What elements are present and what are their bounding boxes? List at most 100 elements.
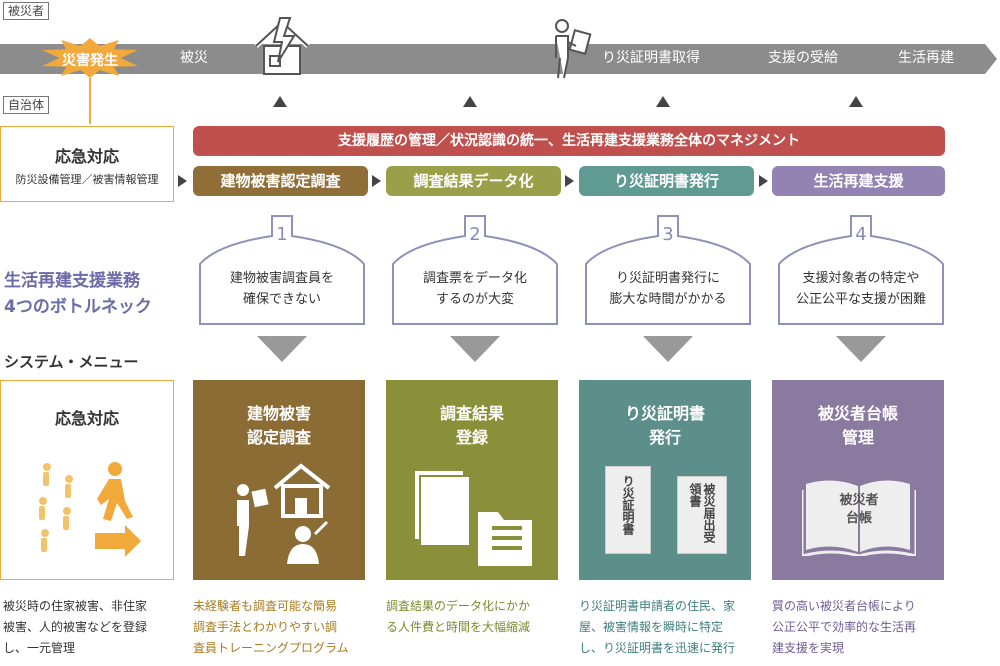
- down-arrow-2: [450, 336, 500, 362]
- certificate-get-label: り災証明書取得: [602, 50, 700, 66]
- description-certificate-issue: り災証明書申請者の住民、家 屋、被害情報を瞬時に特定 し、り災証明書を迅速に発行: [579, 596, 757, 659]
- description-emergency-line3: し、一元管理: [3, 641, 76, 655]
- management-bar: 支援履歴の管理／状況認識の統一、生活再建支援業務全体のマネジメント: [193, 126, 945, 156]
- bottleneck-1-line2: 確保できない: [242, 292, 321, 307]
- card-certificate-issue-title-line2: 発行: [648, 428, 681, 447]
- rebuild-label: 生活再建: [898, 50, 954, 66]
- description-data-registration-line2: る人件費と時間を大幅縮減: [386, 620, 531, 634]
- bottleneck-2-number: 2: [469, 224, 481, 245]
- timeline-band: [0, 44, 997, 74]
- up-arrow-4: [849, 96, 863, 107]
- timeline-segment-3: [724, 44, 870, 74]
- card-victim-ledger[interactable]: 被災者台帳 管理 被災者 台帳: [772, 380, 944, 580]
- arrow-to-phase-4: [759, 175, 768, 187]
- disaster-connector: [89, 78, 91, 124]
- down-arrow-3: [643, 336, 693, 362]
- bottleneck-2-line2: するのが大変: [435, 292, 514, 307]
- card-building-survey[interactable]: 建物被害 認定調査: [193, 380, 365, 580]
- up-arrow-1: [273, 96, 287, 107]
- phase-building-survey: 建物被害認定調査: [193, 166, 368, 196]
- bottleneck-4-line2: 公正公平な支援が困難: [795, 292, 926, 307]
- up-arrow-3: [656, 96, 670, 107]
- description-victim-ledger-line1: 質の高い被災者台帳により: [772, 599, 916, 613]
- phase-data-entry: 調査結果データ化: [386, 166, 561, 196]
- arrow-to-phase-3: [565, 175, 574, 187]
- bottleneck-title-line2: 4つのボトルネック: [4, 297, 152, 317]
- description-building-survey-line1: 未経験者も調査可能な簡易: [193, 599, 338, 613]
- bottleneck-title-line1: 生活再建支援業務: [4, 271, 140, 291]
- card-emergency[interactable]: 応急対応: [0, 380, 174, 580]
- municipality-row-label: 自治体: [3, 96, 50, 114]
- description-certificate-issue-line2: 屋、被害情報を瞬時に特定: [579, 620, 724, 634]
- card-victim-ledger-title-line2: 管理: [841, 428, 874, 447]
- description-certificate-issue-line1: り災証明書申請者の住民、家: [579, 599, 736, 613]
- bottleneck-3-number: 3: [662, 224, 674, 245]
- description-certificate-issue-line3: し、り災証明書を迅速に発行: [579, 641, 736, 655]
- description-emergency-line2: 被害、人的被害などを登録: [3, 620, 148, 634]
- receipt-document-label: 被災届出受領書: [688, 483, 716, 543]
- system-menu-title: システム・メニュー: [4, 353, 139, 371]
- description-victim-ledger-line3: 建支援を実現: [772, 641, 845, 655]
- card-data-registration[interactable]: 調査結果 登録: [386, 380, 558, 580]
- ledger-book-label-line1: 被災者: [839, 493, 879, 508]
- bottle-2: [392, 215, 558, 325]
- bottleneck-4-text: 支援対象者の特定や 公正公平な支援が困難: [786, 268, 936, 310]
- arrow-to-phase-1: [178, 175, 187, 187]
- down-arrow-4: [836, 336, 886, 362]
- bottle-3: [585, 215, 751, 325]
- description-building-survey-line2: 調査手法とわかりやすい調: [193, 620, 338, 634]
- arrow-to-phase-2: [372, 175, 381, 187]
- description-emergency: 被災時の住家被害、非住家 被害、人的被害などを登録 し、一元管理: [3, 596, 181, 659]
- card-certificate-issue[interactable]: り災証明書 発行 り災証明書 被災届出受領書: [579, 380, 751, 580]
- ledger-book-label: 被災者 台帳: [804, 492, 914, 528]
- evacuation-people-icon: [39, 462, 141, 557]
- support-receive-label: 支援の受給: [768, 50, 838, 66]
- description-emergency-line1: 被災時の住家被害、非住家: [3, 599, 148, 613]
- card-data-registration-title-line2: 登録: [455, 428, 488, 447]
- bottleneck-3-line1: り災証明書発行に: [615, 271, 720, 286]
- timeline-segment-4: [854, 44, 997, 74]
- description-building-survey: 未経験者も調査可能な簡易 調査手法とわかりやすい調 査員トレーニングプログラム: [193, 596, 371, 659]
- bottleneck-2-line1: 調査票をデータ化: [422, 271, 527, 286]
- bottle-4: [778, 215, 944, 325]
- bottleneck-4-line1: 支援対象者の特定や: [802, 271, 920, 286]
- description-data-registration: 調査結果のデータ化にかか る人件費と時間を大幅縮減: [386, 596, 564, 638]
- card-building-survey-title-line2: 認定調査: [246, 428, 311, 447]
- certificate-document-label: り災証明書: [621, 475, 635, 535]
- bottleneck-3-line2: 膨大な時間がかかる: [609, 292, 727, 307]
- description-victim-ledger-line2: 公正公平で効率的な生活再: [772, 620, 917, 634]
- bottleneck-1-number: 1: [276, 224, 288, 245]
- affected-label: 被災: [180, 50, 208, 66]
- survey-house-icon: [237, 463, 331, 564]
- down-arrow-1: [257, 336, 307, 362]
- bottleneck-1-line1: 建物被害調査員を: [229, 271, 334, 286]
- card-building-survey-title-line1: 建物被害: [246, 404, 311, 423]
- ledger-book-label-line2: 台帳: [845, 511, 872, 526]
- damaged-house-icon: [254, 17, 310, 75]
- card-data-registration-title-line1: 調査結果: [439, 404, 504, 423]
- card-emergency-title: 応急対応: [54, 409, 119, 428]
- bottle-1: [199, 215, 365, 325]
- bottleneck-4-number: 4: [855, 224, 867, 245]
- emergency-box: 応急対応 防災設備管理／被害情報管理: [0, 126, 174, 202]
- emergency-subtitle: 防災設備管理／被害情報管理: [15, 173, 159, 186]
- receipt-document: 被災届出受領書: [677, 476, 727, 554]
- document-folder-icon: [413, 469, 532, 566]
- bottleneck-2-text: 調査票をデータ化 するのが大変: [400, 268, 550, 310]
- disaster-label: 災害発生: [62, 53, 118, 69]
- emergency-title: 応急対応: [54, 147, 119, 166]
- description-building-survey-line3: 査員トレーニングプログラム: [193, 641, 349, 655]
- description-victim-ledger: 質の高い被災者台帳により 公正公平で効率的な生活再 建支援を実現: [772, 596, 950, 659]
- phase-certificate-issue: り災証明書発行: [579, 166, 754, 196]
- victim-row-label: 被災者: [3, 2, 50, 20]
- person-reading-icon: [555, 19, 592, 79]
- card-certificate-issue-title-line1: り災証明書: [624, 404, 705, 423]
- bottleneck-3-text: り災証明書発行に 膨大な時間がかかる: [593, 268, 743, 310]
- up-arrow-2: [463, 96, 477, 107]
- phase-life-rebuild: 生活再建支援: [772, 166, 945, 196]
- certificate-document: り災証明書: [605, 466, 651, 554]
- ledger-book-icon: [802, 480, 916, 556]
- bottleneck-1-text: 建物被害調査員を 確保できない: [207, 268, 357, 310]
- card-victim-ledger-title-line1: 被災者台帳: [817, 404, 898, 423]
- timeline-segment-2: [516, 44, 740, 74]
